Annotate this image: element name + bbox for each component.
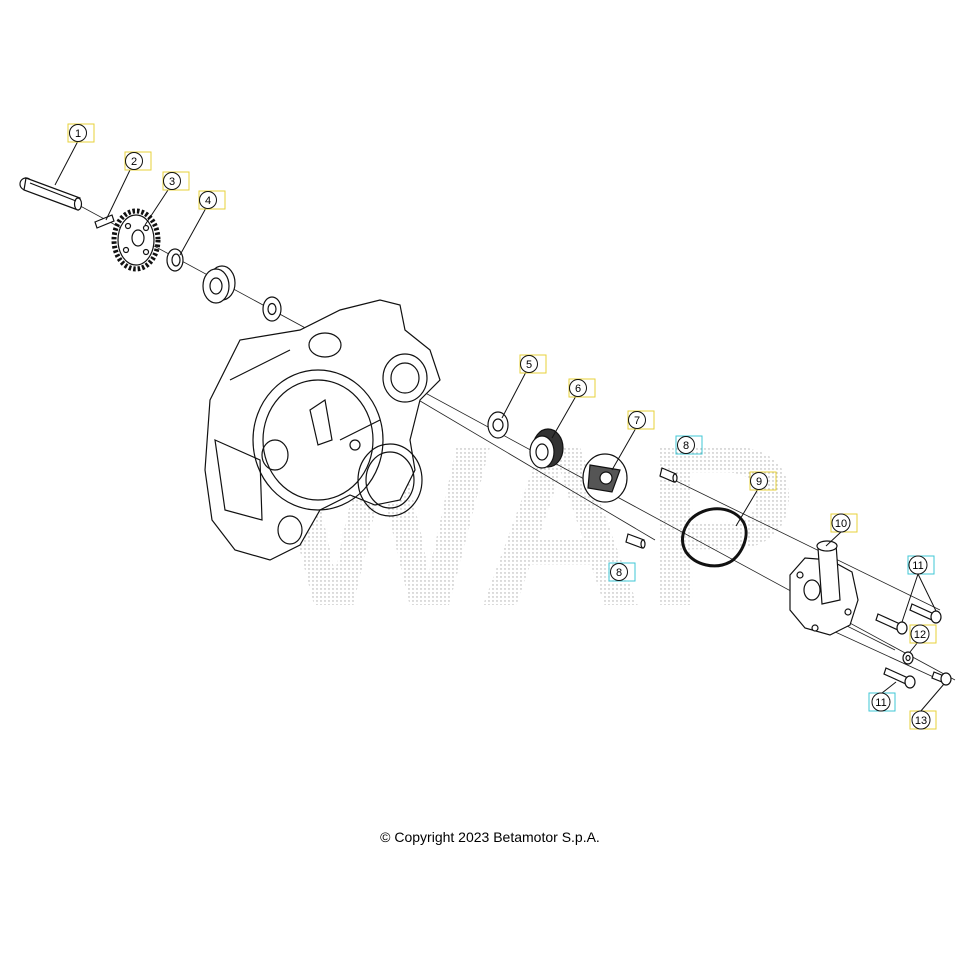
callout-3-number: 3 xyxy=(169,176,175,188)
part-impeller xyxy=(582,453,628,503)
callout-12[interactable]: 12 xyxy=(909,624,937,644)
callout-13[interactable]: 13 xyxy=(909,710,937,730)
callout-2[interactable]: 2 xyxy=(124,151,152,171)
callout-10-number: 10 xyxy=(835,518,847,530)
callout-5-ring xyxy=(520,355,538,373)
callout-6-ring xyxy=(569,379,587,397)
callout-13-ring xyxy=(911,710,931,730)
callout-1[interactable]: 1 xyxy=(67,123,95,143)
callout-1-ring xyxy=(69,124,87,142)
callout-9[interactable]: 9 xyxy=(749,471,777,491)
callout-8-lower[interactable]: 8 xyxy=(608,562,636,582)
part-bearing-large xyxy=(202,265,236,304)
part-mechanical-seal xyxy=(529,428,564,469)
callout-6-number: 6 xyxy=(575,383,581,395)
callout-7[interactable]: 7 xyxy=(627,410,655,430)
callout-5-number: 5 xyxy=(526,359,532,371)
callout-9-ring xyxy=(750,472,768,490)
part-seal xyxy=(487,411,509,439)
part-gasket xyxy=(681,507,748,568)
callout-4-number: 4 xyxy=(205,195,211,207)
callout-5[interactable]: 5 xyxy=(519,354,547,374)
part-pump-cover xyxy=(789,540,859,636)
callout-3[interactable]: 3 xyxy=(162,171,190,191)
callout-2-ring xyxy=(125,152,143,170)
callout-11-lower-number: 11 xyxy=(875,697,886,709)
callout-9-number: 9 xyxy=(756,476,762,488)
callout-11-upper[interactable]: 11 xyxy=(907,555,935,575)
callout-6[interactable]: 6 xyxy=(568,378,596,398)
part-bolt-upper-1 xyxy=(875,613,908,635)
copyright-notice: © Copyright 2023 Betamotor S.p.A. xyxy=(380,829,600,845)
part-crankcase-cover xyxy=(204,299,441,561)
callout-3-ring xyxy=(163,172,181,190)
callout-7-number: 7 xyxy=(634,415,640,427)
callout-11-upper-number: 11 xyxy=(912,560,923,572)
callout-4[interactable]: 4 xyxy=(198,190,226,210)
callout-8-lower-frame xyxy=(608,562,636,582)
part-pin xyxy=(94,214,115,229)
callout-8-upper-frame xyxy=(675,435,703,455)
callout-13-number: 13 xyxy=(915,715,927,727)
callout-8-lower-ring xyxy=(610,563,628,581)
part-dowel-lower xyxy=(625,533,646,549)
callout-1-number: 1 xyxy=(75,128,81,140)
callout-12-number: 12 xyxy=(914,629,926,641)
leader-lines xyxy=(54,140,945,713)
part-gear xyxy=(111,208,161,272)
part-bolt-lower xyxy=(883,667,916,689)
part-dowel-upper xyxy=(659,467,678,483)
callout-8-upper-number: 8 xyxy=(683,440,689,452)
part-bearing-small xyxy=(262,296,282,322)
callout-10-ring xyxy=(831,513,851,533)
callout-8-upper[interactable]: 8 xyxy=(675,435,703,455)
part-short-bolt xyxy=(931,671,952,686)
callout-8-upper-ring xyxy=(677,436,695,454)
callout-8-lower-number: 8 xyxy=(616,567,622,579)
part-bolt-upper-2 xyxy=(909,603,942,624)
callout-4-ring xyxy=(199,191,217,209)
callout-11-lower[interactable]: 11 xyxy=(868,692,896,712)
part-shaft xyxy=(19,177,83,211)
part-washer xyxy=(166,248,184,272)
callout-11-lower-ring xyxy=(871,692,891,712)
callout-1-frame xyxy=(67,123,95,143)
callout-7-ring xyxy=(628,411,646,429)
callout-2-number: 2 xyxy=(131,156,137,168)
callout-11-upper-ring xyxy=(908,555,928,575)
callout-10[interactable]: 10 xyxy=(830,513,858,533)
part-small-washer xyxy=(902,651,914,665)
callout-12-ring xyxy=(910,624,930,644)
